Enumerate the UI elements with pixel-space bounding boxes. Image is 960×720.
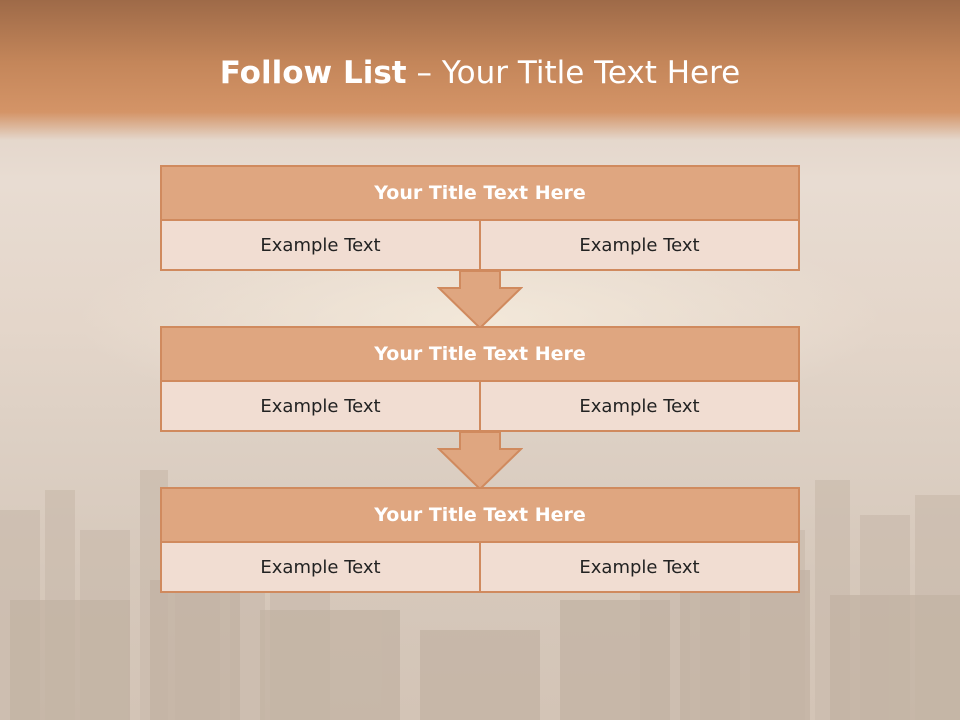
block-cell-right: Example Text [481,221,800,271]
title-bold: Follow List [219,55,407,91]
list-block-2: Your Title Text Here Example Text Exampl… [160,326,800,432]
list-block-3: Your Title Text Here Example Text Exampl… [160,487,800,593]
block-row: Example Text Example Text [160,543,800,593]
title-rest: – Your Title Text Here [406,55,741,91]
down-arrow-icon [437,270,523,330]
block-row: Example Text Example Text [160,382,800,432]
slide-title: Follow List – Your Title Text Here [0,55,960,91]
block-cell-left: Example Text [160,221,481,271]
block-row: Example Text Example Text [160,221,800,271]
block-cell-right: Example Text [481,382,800,432]
list-block-1: Your Title Text Here Example Text Exampl… [160,165,800,271]
header-band [0,0,960,140]
block-cell-right: Example Text [481,543,800,593]
block-title: Your Title Text Here [160,487,800,543]
block-cell-left: Example Text [160,543,481,593]
block-title: Your Title Text Here [160,165,800,221]
city-skyline-image [0,470,960,720]
down-arrow-icon [437,431,523,491]
block-title: Your Title Text Here [160,326,800,382]
block-cell-left: Example Text [160,382,481,432]
